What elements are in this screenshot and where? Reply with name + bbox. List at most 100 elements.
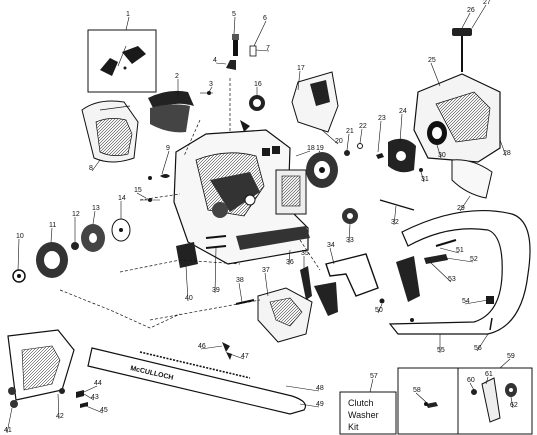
callout-leader-60 bbox=[469, 382, 475, 391]
chain-brake-handle bbox=[314, 253, 379, 316]
clutch-assembly bbox=[342, 208, 358, 224]
rear-handle-part bbox=[291, 71, 339, 133]
callout-24: 24 bbox=[399, 108, 407, 115]
callout-leader-43 bbox=[83, 393, 95, 401]
callout-58: 58 bbox=[413, 387, 421, 394]
callout-3: 3 bbox=[209, 81, 213, 88]
small-fasteners bbox=[344, 143, 384, 159]
callout-53: 53 bbox=[448, 276, 456, 283]
callout-leader-19 bbox=[318, 150, 321, 153]
starter-pulley bbox=[388, 138, 416, 173]
part-29-plate bbox=[451, 159, 493, 199]
part-40 bbox=[176, 242, 198, 268]
callout-leader-10 bbox=[17, 238, 20, 271]
inset-57-line1: Clutch bbox=[348, 398, 374, 408]
callout-leader-33 bbox=[348, 223, 351, 244]
callout-leader-46 bbox=[200, 345, 223, 350]
callout-leader-52 bbox=[445, 257, 474, 263]
callout-15: 15 bbox=[134, 187, 142, 194]
callout-leader-50 bbox=[377, 303, 383, 314]
callout-50: 50 bbox=[375, 307, 383, 314]
callout-2: 2 bbox=[175, 73, 179, 80]
callout-33: 33 bbox=[346, 237, 354, 244]
callout-leader-49 bbox=[299, 403, 320, 408]
callout-10: 10 bbox=[16, 233, 24, 240]
callout-46: 46 bbox=[198, 343, 206, 350]
engine-body bbox=[173, 120, 310, 265]
callout-leader-25 bbox=[430, 62, 441, 87]
flywheel bbox=[306, 152, 338, 188]
callout-51: 51 bbox=[456, 247, 464, 254]
callout-leader-11 bbox=[50, 227, 53, 243]
inset-59 bbox=[457, 367, 533, 435]
handle-fasteners bbox=[379, 239, 494, 331]
callout-leader-8 bbox=[91, 159, 101, 172]
callout-5: 5 bbox=[232, 11, 236, 18]
clutch-drum bbox=[12, 218, 131, 283]
inset-57-line3: Kit bbox=[348, 422, 359, 432]
callout-12: 12 bbox=[72, 211, 80, 218]
inset-58 bbox=[397, 367, 459, 435]
callout-leader-29 bbox=[459, 195, 471, 212]
callout-leader-15 bbox=[136, 192, 147, 199]
callout-6: 6 bbox=[263, 15, 267, 22]
callout-22: 22 bbox=[359, 123, 367, 130]
callout-leader-13 bbox=[92, 210, 96, 225]
callout-leader-34 bbox=[329, 247, 335, 265]
callout-4: 4 bbox=[213, 57, 217, 64]
callout-leader-31 bbox=[420, 171, 425, 183]
callout-54: 54 bbox=[462, 298, 470, 305]
callout-21: 21 bbox=[346, 128, 354, 135]
callout-20: 20 bbox=[335, 138, 343, 145]
callout-47: 47 bbox=[241, 353, 249, 360]
callout-leader-18 bbox=[295, 150, 311, 157]
callout-49: 49 bbox=[316, 401, 324, 408]
part-9-15 bbox=[140, 174, 170, 202]
callout-42: 42 bbox=[56, 413, 64, 420]
callout-11: 11 bbox=[49, 222, 56, 229]
callout-30: 30 bbox=[438, 152, 446, 159]
inset-57-line2: Washer bbox=[348, 410, 379, 420]
callout-leader-9 bbox=[161, 150, 170, 175]
callout-23: 23 bbox=[378, 115, 386, 122]
callout-57: 57 bbox=[370, 373, 378, 380]
callout-34: 34 bbox=[327, 242, 335, 249]
callout-56: 56 bbox=[474, 345, 482, 352]
callout-26: 26 bbox=[467, 7, 475, 14]
callout-39: 39 bbox=[212, 287, 220, 294]
callout-leader-59 bbox=[499, 358, 511, 369]
callout-leader-61 bbox=[485, 376, 489, 385]
callout-45: 45 bbox=[100, 407, 108, 414]
callout-1: 1 bbox=[126, 11, 130, 18]
callout-leader-1 bbox=[125, 16, 130, 31]
callout-leader-21 bbox=[346, 133, 350, 151]
routing-lines bbox=[59, 119, 321, 329]
callout-28: 28 bbox=[503, 150, 511, 157]
bolts-38-39 bbox=[205, 235, 255, 305]
callout-leader-45 bbox=[85, 405, 104, 414]
guide-bar: McCULLOCH bbox=[87, 347, 307, 415]
callout-8: 8 bbox=[89, 165, 93, 172]
callout-leader-51 bbox=[439, 247, 460, 254]
callout-40: 40 bbox=[185, 295, 193, 302]
callout-leader-39 bbox=[214, 247, 217, 294]
air-filter-cover bbox=[148, 90, 213, 133]
spark-plug-parts bbox=[226, 34, 257, 140]
front-handle bbox=[388, 209, 531, 335]
callout-18: 18 bbox=[307, 145, 315, 152]
callout-leader-54 bbox=[464, 299, 489, 305]
callout-leader-28 bbox=[499, 139, 507, 157]
starter-handle bbox=[452, 28, 472, 72]
callout-37: 37 bbox=[262, 267, 270, 274]
callout-leader-58 bbox=[415, 392, 427, 403]
callout-leader-41 bbox=[6, 407, 13, 434]
side-cover bbox=[7, 329, 75, 408]
part-1-inset bbox=[87, 29, 157, 93]
callout-48: 48 bbox=[316, 385, 324, 392]
callout-36: 36 bbox=[286, 259, 294, 266]
callout-leader-20 bbox=[321, 129, 339, 145]
callout-leader-27 bbox=[471, 4, 487, 29]
callout-35: 35 bbox=[301, 250, 309, 257]
callout-leader-3 bbox=[208, 86, 213, 93]
